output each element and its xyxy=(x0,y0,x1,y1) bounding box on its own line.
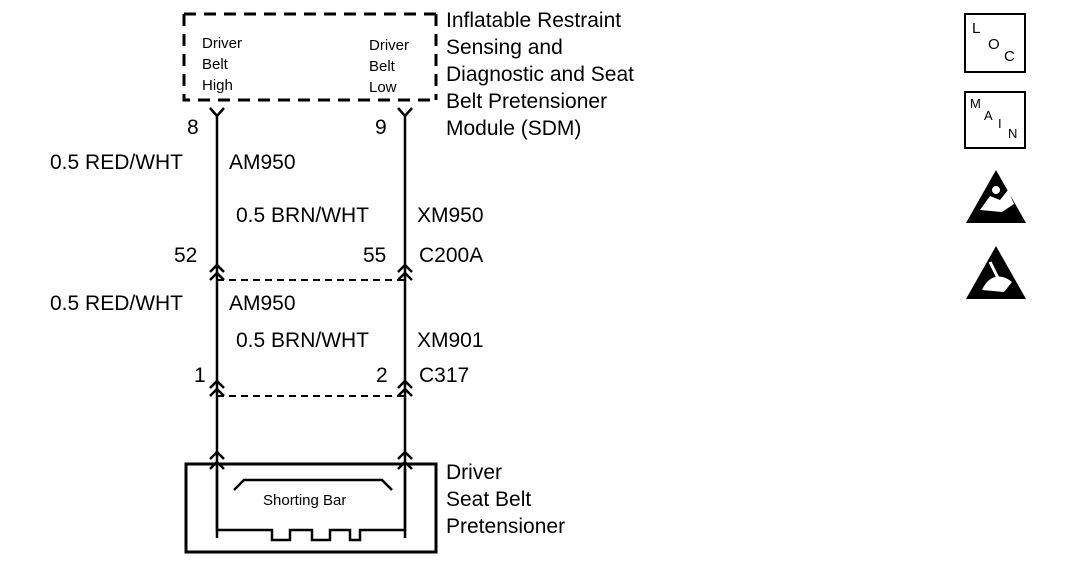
shorting-bar-label: Shorting Bar xyxy=(263,492,347,509)
upper-left-circuit: AM950 xyxy=(229,151,296,174)
c317-pin-right: 2 xyxy=(376,364,388,387)
upper-right-circuit: XM950 xyxy=(417,204,484,227)
pretensioner-inner-circuit xyxy=(215,469,407,542)
pin-high-label-2: Belt xyxy=(202,56,228,73)
c317-name: C317 xyxy=(419,364,470,387)
sdm-pin-low: 9 xyxy=(375,116,387,139)
pin-low-label-1: Driver xyxy=(369,37,409,54)
lower-left-wire-color: 0.5 RED/WHT xyxy=(50,292,184,315)
c200a-pin-left: 52 xyxy=(174,244,198,267)
c317-terminals xyxy=(209,379,413,397)
sdm-terminal-left xyxy=(209,107,225,118)
pin-low-label-3: Low xyxy=(369,79,397,96)
sdm-terminal-right xyxy=(397,107,413,118)
loc-letter-o: O xyxy=(988,36,1000,53)
sdm-pin-high: 8 xyxy=(187,116,199,139)
c200a-name: C200A xyxy=(419,244,484,267)
pin-low-label-2: Belt xyxy=(369,58,395,75)
loc-letter-l: L xyxy=(972,20,981,37)
module-name-2: Sensing and xyxy=(446,36,563,59)
esd-warning-icon xyxy=(966,246,1026,299)
sdm-outline xyxy=(182,12,438,102)
module-name-5: Module (SDM) xyxy=(446,117,582,140)
pretensioner-terminals xyxy=(209,450,413,470)
c200a-pin-right: 55 xyxy=(363,244,387,267)
lower-right-circuit: XM901 xyxy=(417,329,484,352)
main-letter-a: A xyxy=(984,108,993,123)
loc-letter-c: C xyxy=(1004,48,1015,65)
loc-icon[interactable]: L O C xyxy=(964,13,1026,73)
pretensioner-box xyxy=(184,462,438,554)
main-icon[interactable]: M A I N xyxy=(964,91,1026,149)
pin-high-label-1: Driver xyxy=(202,35,242,52)
c200a-terminals xyxy=(209,263,413,281)
module-name-4: Belt Pretensioner xyxy=(446,90,608,113)
lower-right-wire-color: 0.5 BRN/WHT xyxy=(236,329,370,352)
main-letter-n: N xyxy=(1008,126,1018,141)
upper-left-wire-color: 0.5 RED/WHT xyxy=(50,151,184,174)
upper-right-wire-color: 0.5 BRN/WHT xyxy=(236,204,370,227)
main-letter-m: M xyxy=(970,96,981,111)
main-letter-i: I xyxy=(998,116,1002,131)
module-name-1: Inflatable Restraint xyxy=(446,9,622,32)
pretensioner-name-1: Driver xyxy=(446,461,502,484)
shorting-bar xyxy=(233,478,393,491)
lower-left-circuit: AM950 xyxy=(229,292,296,315)
module-name-3: Diagnostic and Seat xyxy=(446,63,634,86)
pretensioner-name-3: Pretensioner xyxy=(446,515,566,538)
c317-pin-left: 1 xyxy=(194,364,206,387)
pin-high-label-3: High xyxy=(202,77,233,94)
airbag-warning-icon xyxy=(966,170,1026,223)
pretensioner-name-2: Seat Belt xyxy=(446,488,532,511)
